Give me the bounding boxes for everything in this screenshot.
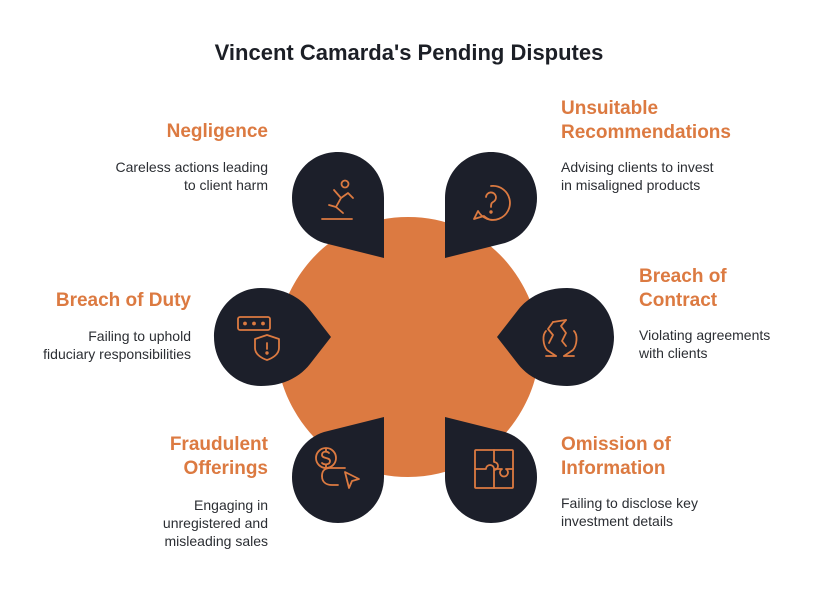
desc-omission-of-information: Failing to disclose key investment detai… [561,495,698,529]
node-fraudulent-offerings [292,417,384,523]
torn-paper-hands-icon [542,319,578,357]
desc-breach-of-contract: Violating agreements with clients [639,327,771,361]
desc-unsuitable-recommendations: Advising clients to invest in misaligned… [561,159,714,193]
node-omission-of-information [445,417,537,523]
page-title: Vincent Camarda's Pending Disputes [214,40,604,65]
password-shield-icon [237,316,280,361]
dollar-cursor-icon [315,447,360,489]
desc-breach-of-duty: Failing to uphold fiduciary responsibili… [43,328,191,362]
desc-fraudulent-offerings: Engaging in unregistered and misleading … [162,497,268,549]
node-breach-of-contract [497,288,614,386]
label-breach-of-duty: Breach of Duty [55,290,191,311]
desc-negligence: Careless actions leading to client harm [115,159,268,193]
label-fraudulent-offerings: Fraudulent Offerings [169,434,268,479]
puzzle-icon [474,449,514,489]
node-unsuitable-recommendations [445,152,537,258]
label-negligence: Negligence [166,121,268,142]
label-omission-of-information: Omission of Information [561,434,671,479]
node-breach-of-duty [214,288,331,386]
node-negligence [292,152,384,258]
center-hexagon [276,217,540,477]
label-unsuitable-recommendations: Unsuitable Recommendations [561,98,731,143]
label-breach-of-contract: Breach of Contract [639,266,727,311]
falling-person-icon [321,179,354,220]
question-bubble-icon [473,185,511,221]
